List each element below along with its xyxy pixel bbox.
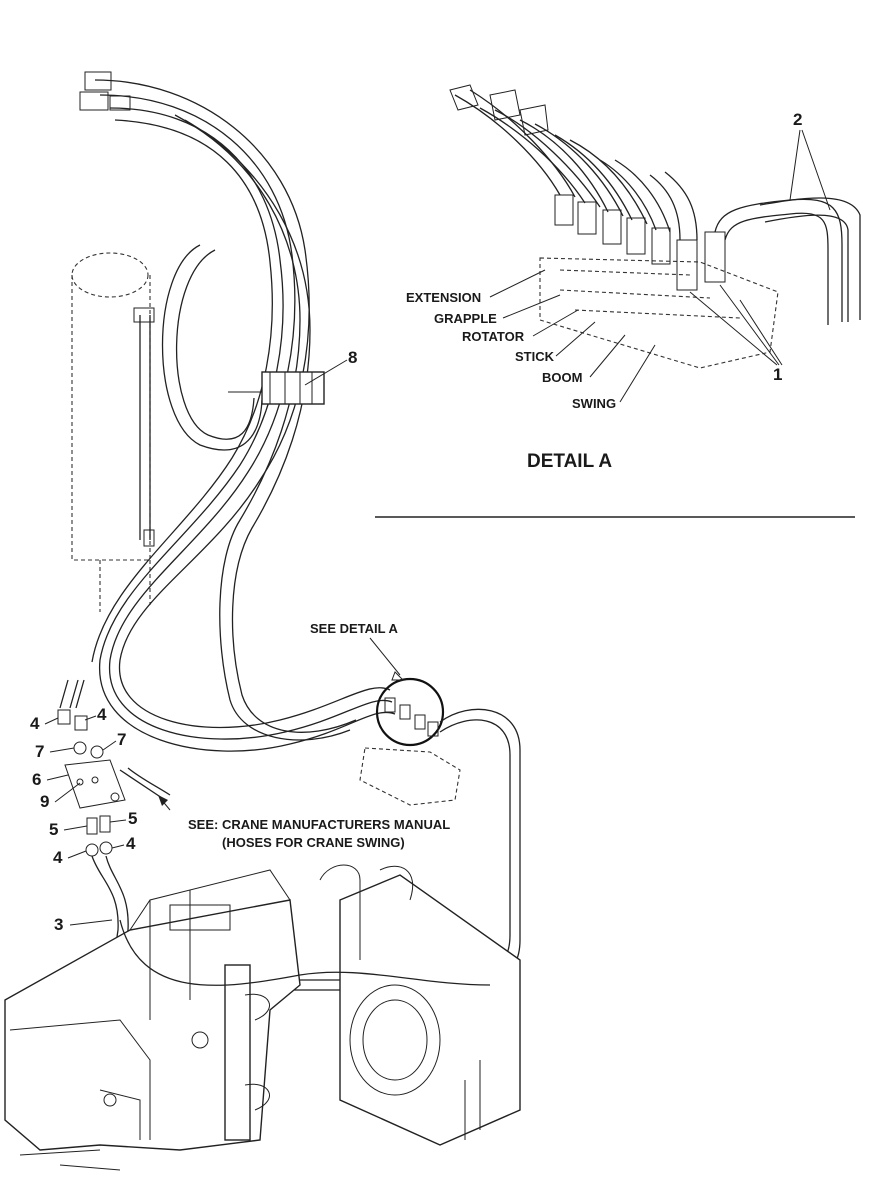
callout-4-a: 4 bbox=[30, 714, 40, 733]
detail-a-labels: EXTENSION GRAPPLE ROTATOR STICK BOOM SWI… bbox=[406, 110, 831, 472]
callout-4-b: 4 bbox=[97, 705, 107, 724]
machine-base-left bbox=[4, 869, 301, 1171]
label-stick: STICK bbox=[515, 349, 555, 364]
sleeve-hose bbox=[119, 919, 491, 986]
callout-1: 1 bbox=[773, 365, 782, 384]
callout-3: 3 bbox=[54, 915, 63, 934]
callout-4-c: 4 bbox=[53, 848, 63, 867]
callout-7-a: 7 bbox=[35, 742, 44, 761]
cylinder-hose bbox=[139, 315, 151, 540]
valve-block bbox=[359, 747, 461, 806]
label-swing: SWING bbox=[572, 396, 616, 411]
callout-4-d: 4 bbox=[126, 834, 136, 853]
callout-2: 2 bbox=[793, 110, 802, 129]
label-boom: BOOM bbox=[542, 370, 582, 385]
detail-a-title: DETAIL A bbox=[527, 451, 612, 472]
main-hose-bundle bbox=[91, 79, 396, 752]
note-line-2: (HOSES FOR CRANE SWING) bbox=[222, 835, 405, 850]
machine-base-right bbox=[319, 864, 521, 1146]
callout-6: 6 bbox=[32, 770, 41, 789]
detail-a-circle bbox=[375, 677, 445, 747]
cylinder-outline bbox=[71, 252, 151, 612]
label-extension: EXTENSION bbox=[406, 290, 481, 305]
see-detail-a-label: SEE DETAIL A bbox=[310, 621, 398, 636]
note-line-1: SEE: CRANE MANUFACTURERS MANUAL bbox=[188, 817, 450, 832]
note-arrow-head bbox=[158, 795, 168, 806]
cylinder-hose-fitting bbox=[133, 307, 155, 323]
valve-fittings bbox=[384, 697, 439, 737]
callout-5-a: 5 bbox=[49, 820, 58, 839]
callout-9: 9 bbox=[40, 792, 49, 811]
top-hose-fittings bbox=[79, 71, 131, 111]
hose-clamp bbox=[228, 371, 325, 405]
cylinder-hose-end bbox=[143, 529, 155, 547]
label-rotator: ROTATOR bbox=[462, 329, 525, 344]
callout-7-b: 7 bbox=[117, 730, 126, 749]
callout-8: 8 bbox=[348, 348, 357, 367]
callout-5-b: 5 bbox=[128, 809, 137, 828]
label-grapple: GRAPPLE bbox=[434, 311, 497, 326]
